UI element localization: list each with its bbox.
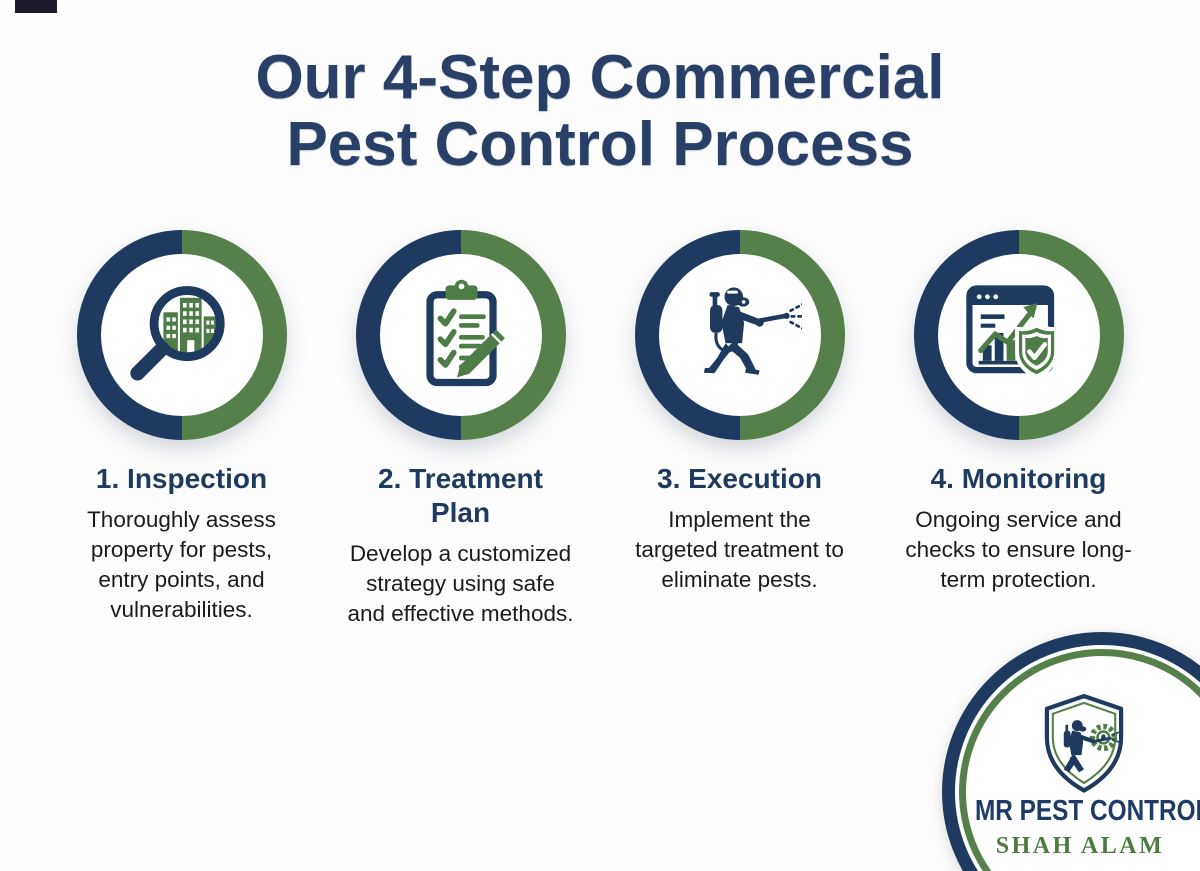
logo-spray-mist bbox=[1111, 730, 1122, 744]
step-circle-inspection bbox=[76, 230, 287, 440]
trend-arrowhead bbox=[1022, 302, 1038, 319]
company-logo: MR PEST CONTROL SHAH ALAM bbox=[942, 632, 1200, 871]
step-circle-inner bbox=[937, 254, 1100, 416]
analytics-shield-check-icon bbox=[965, 285, 1058, 380]
step-description-monitoring: Ongoing service and checks to ensure lon… bbox=[905, 507, 1132, 592]
sprayer-hose bbox=[713, 332, 738, 353]
pest-sprayer-technician-icon bbox=[703, 287, 802, 375]
pencil-glyph bbox=[456, 329, 505, 378]
step-description-execution: Implement the targeted treatment to elim… bbox=[635, 507, 844, 592]
step-circle-execution bbox=[634, 230, 845, 440]
page-title-line1: Our 4-Step Commercial bbox=[255, 43, 945, 112]
logo-company-name: MR PEST CONTROL bbox=[975, 795, 1200, 827]
step-description-inspection: Thoroughly assess property for pests, en… bbox=[87, 507, 276, 622]
logo-spray-wand bbox=[1091, 736, 1112, 743]
shield-technician-gear-icon bbox=[1044, 694, 1124, 793]
logo-green-ring bbox=[959, 649, 1200, 871]
step-circle-inner bbox=[658, 254, 821, 416]
step-monitoring: 4. Monitoring Ongoing service and checks… bbox=[879, 230, 1158, 629]
steps-row: 1. Inspection Thoroughly assess property… bbox=[42, 230, 1158, 629]
browser-dots bbox=[976, 294, 998, 300]
logo-shield-inner-line bbox=[1051, 701, 1117, 785]
step-title-inspection: 1. Inspection bbox=[95, 463, 268, 494]
page-title-line2: Pest Control Process bbox=[286, 110, 914, 179]
step-title-monitoring: 4. Monitoring bbox=[930, 463, 1107, 494]
magnifier-handle bbox=[129, 341, 170, 381]
shield-check-glyph bbox=[1014, 322, 1058, 380]
chart-axis bbox=[978, 360, 1030, 365]
corner-artifact bbox=[15, 0, 57, 13]
step-execution: 3. Execution Implement the targeted trea… bbox=[600, 230, 879, 629]
step-title-execution: 3. Execution bbox=[657, 463, 822, 494]
step-circle-monitoring bbox=[913, 230, 1124, 440]
goggle-band bbox=[726, 290, 738, 294]
logo-location-name: SHAH ALAM bbox=[995, 833, 1165, 859]
step-title-treatment: 2. Treatment Plan bbox=[378, 463, 543, 528]
step-circle-inner bbox=[100, 254, 263, 416]
buildings-glyph bbox=[162, 297, 216, 353]
step-circle-treatment bbox=[355, 230, 566, 440]
spray-mist bbox=[788, 303, 802, 330]
magnifier-buildings-icon bbox=[129, 286, 225, 381]
page-title: Our 4-Step Commercial Pest Control Proce… bbox=[0, 44, 1200, 178]
step-treatment-plan: 2. Treatment Plan Develop a customized s… bbox=[321, 230, 600, 629]
spray-wand bbox=[751, 313, 788, 324]
step-inspection: 1. Inspection Thoroughly assess property… bbox=[42, 230, 321, 629]
checkmarks bbox=[436, 308, 457, 368]
magnifier-lens bbox=[149, 286, 225, 362]
step-circle-inner bbox=[379, 254, 542, 416]
browser-header bbox=[968, 288, 1051, 306]
technician-silhouette bbox=[703, 287, 764, 375]
clipboard-checklist-pencil-icon bbox=[425, 279, 505, 387]
checklist-lines bbox=[458, 314, 486, 370]
step-description-treatment: Develop a customized strategy using safe… bbox=[347, 541, 574, 626]
logo-technician bbox=[1063, 720, 1096, 773]
